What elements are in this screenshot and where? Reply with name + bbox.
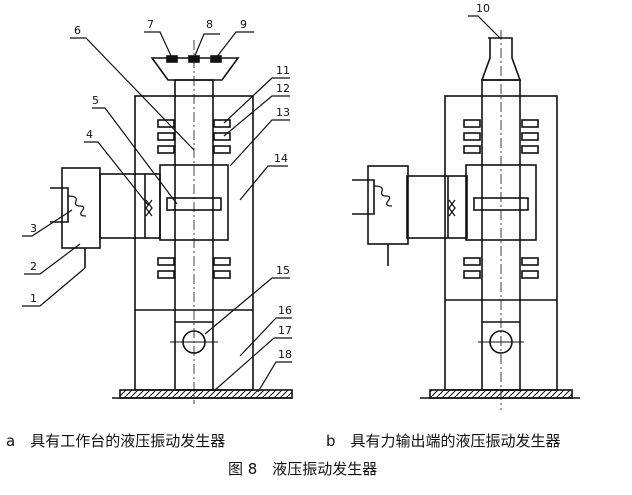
torque-motor-a [61,167,101,249]
callout-12: 12 [276,82,290,95]
callout-numbers: 1 2 3 4 5 6 7 8 9 10 11 12 13 14 15 16 1… [30,2,490,361]
figure-title: 图 8 液压振动发生器 [228,460,378,478]
callout-15: 15 [276,264,290,277]
callout-18: 18 [278,348,292,361]
caption-b: b 具有力输出端的液压振动发生器 [326,432,561,450]
caption-a: a 具有工作台的液压振动发生器 [6,432,226,450]
callout-17: 17 [278,324,292,337]
callout-11: 11 [276,64,290,77]
callout-2: 2 [30,260,37,273]
servo-valve-b [406,175,468,239]
worktable-a [150,57,240,81]
callout-1: 1 [30,292,37,305]
callout-6: 6 [74,24,81,37]
callout-10: 10 [476,2,490,15]
callout-16: 16 [278,304,292,317]
callout-4: 4 [86,128,93,141]
callout-8: 8 [206,18,213,31]
base-plate-a [119,389,293,399]
vibrator-b [352,30,580,410]
callout-7: 7 [147,18,154,31]
callout-3: 3 [30,222,37,235]
vibrator-a [50,40,293,404]
leader-lines [22,15,501,393]
callout-14: 14 [274,152,288,165]
force-output-end [480,37,522,81]
callout-13: 13 [276,106,290,119]
callout-9: 9 [240,18,247,31]
callout-5: 5 [92,94,99,107]
